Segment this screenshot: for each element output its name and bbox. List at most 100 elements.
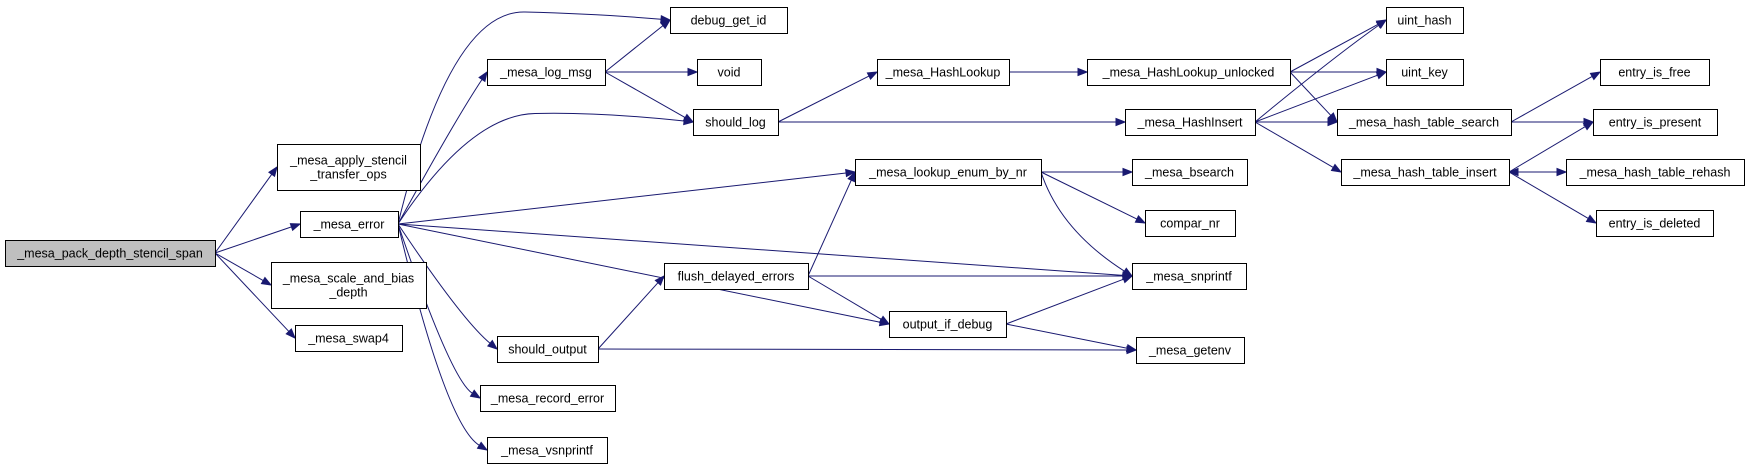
arrowhead-icon <box>659 19 672 30</box>
node-logmsg[interactable]: _mesa_log_msg <box>487 59 606 86</box>
edge-line <box>397 223 881 323</box>
node-snprintf[interactable]: _mesa_snprintf <box>1132 263 1247 290</box>
call-graph-edges <box>214 11 1602 451</box>
node-label: _mesa_snprintf <box>1145 270 1232 284</box>
edge-line <box>1254 74 1378 123</box>
node-label: entry_is_deleted <box>1609 217 1701 231</box>
edge-line <box>1005 278 1124 325</box>
edge-outdbg-to-snprintf <box>1005 275 1134 325</box>
node-uhash[interactable]: uint_hash <box>1386 7 1464 34</box>
node-hashins[interactable]: _mesa_HashInsert <box>1125 109 1256 136</box>
arrowhead-icon <box>476 441 489 451</box>
node-label: debug_get_id <box>691 14 767 28</box>
node-ukey[interactable]: uint_key <box>1386 59 1464 86</box>
edge-line <box>1289 23 1379 73</box>
node-box <box>1386 59 1464 86</box>
edge-logmsg-to-void <box>605 67 699 77</box>
node-label: should_output <box>508 343 587 357</box>
node-label: _mesa_getenv <box>1148 344 1232 358</box>
node-vsn[interactable]: _mesa_vsnprintf <box>487 437 608 464</box>
node-label: _mesa_HashLookup <box>885 66 1001 80</box>
edge-line <box>397 11 662 225</box>
node-outdbg[interactable]: output_if_debug <box>889 311 1007 338</box>
node-box <box>1600 59 1710 86</box>
node-box <box>487 59 606 86</box>
node-label: _mesa_HashInsert <box>1137 116 1243 130</box>
arrowhead-icon <box>682 113 695 123</box>
node-edeleted[interactable]: entry_is_deleted <box>1596 210 1714 237</box>
node-getenv[interactable]: _mesa_getenv <box>1136 337 1245 364</box>
node-bsearch[interactable]: _mesa_bsearch <box>1132 159 1248 186</box>
edge-line <box>397 112 685 225</box>
edge-hashlku-to-uhash <box>1289 19 1388 73</box>
arrowhead-icon <box>1585 214 1598 224</box>
edge-outdbg-to-getenv <box>1005 323 1138 353</box>
edge-hashlk-to-hashlku <box>1009 67 1089 77</box>
arrowhead-icon <box>268 165 278 178</box>
edge-pack-to-error <box>214 223 302 254</box>
node-swap4[interactable]: _mesa_swap4 <box>295 325 403 352</box>
arrowhead-icon <box>1125 343 1138 353</box>
node-label: void <box>718 66 741 80</box>
edge-shouldout-to-getenv <box>597 345 1138 355</box>
node-htinsert[interactable]: _mesa_hash_table_insert <box>1341 159 1510 186</box>
node-box <box>664 263 809 290</box>
edge-htsearch-to-efree <box>1510 71 1602 123</box>
arrowhead-icon <box>654 274 665 286</box>
edge-hashins-to-htinsert <box>1254 121 1343 173</box>
arrowhead-icon <box>1375 19 1388 29</box>
edge-hashins-to-uhash <box>1254 19 1388 123</box>
node-label: _mesa_vsnprintf <box>500 444 593 458</box>
node-epresent[interactable]: entry_is_present <box>1593 109 1718 136</box>
edge-hashins-to-ukey <box>1254 71 1388 123</box>
node-box <box>1132 159 1248 186</box>
node-box <box>1386 7 1464 34</box>
node-label: entry_is_free <box>1618 66 1690 80</box>
node-label: output_if_debug <box>903 318 993 332</box>
node-pack[interactable]: _mesa_pack_depth_stencil_span <box>5 240 216 267</box>
node-efree[interactable]: entry_is_free <box>1600 59 1710 86</box>
node-shouldlog[interactable]: should_log <box>693 109 779 136</box>
node-box <box>1136 337 1245 364</box>
arrowhead-icon <box>1077 67 1089 77</box>
node-box <box>480 385 616 412</box>
node-box <box>487 437 608 464</box>
arrowhead-icon <box>486 339 499 350</box>
node-debugid[interactable]: debug_get_id <box>670 7 788 34</box>
node-rehash[interactable]: _mesa_hash_table_rehash <box>1566 159 1745 186</box>
edge-htinsert-to-epresent <box>1508 121 1595 173</box>
node-recerr[interactable]: _mesa_record_error <box>480 385 616 412</box>
edge-line <box>1510 75 1593 123</box>
edge-line <box>397 223 491 344</box>
node-hashlk[interactable]: _mesa_HashLookup <box>877 59 1010 86</box>
node-lookup[interactable]: _mesa_lookup_enum_by_nr <box>855 159 1042 186</box>
node-box <box>277 144 421 191</box>
node-scale[interactable]: _mesa_scale_and_bias_depth <box>271 262 427 309</box>
arrowhead-icon <box>1134 215 1147 224</box>
edge-hashlku-to-htsearch <box>1289 71 1338 124</box>
edge-shouldlog-to-hashins <box>778 117 1127 127</box>
node-apply[interactable]: _mesa_apply_stencil_transfer_ops <box>277 144 421 191</box>
edge-error-to-vsn <box>397 223 489 451</box>
arrowhead-icon <box>1582 121 1595 131</box>
edge-line <box>807 179 852 277</box>
node-box <box>1087 59 1291 86</box>
node-compar[interactable]: compar_nr <box>1145 210 1236 237</box>
edge-pack-to-swap4 <box>214 252 296 340</box>
edge-line <box>1040 171 1138 220</box>
edge-logmsg-to-shouldlog <box>604 71 695 123</box>
arrowhead-icon <box>866 71 879 81</box>
node-error[interactable]: _mesa_error <box>300 211 399 238</box>
node-hashlku[interactable]: _mesa_HashLookup_unlocked <box>1087 59 1291 86</box>
node-void[interactable]: void <box>697 59 762 86</box>
edge-lookup-to-compar <box>1040 171 1147 224</box>
arrowhead-icon <box>1121 275 1134 284</box>
arrowhead-icon <box>847 170 856 183</box>
edge-line <box>397 223 1124 276</box>
edge-htsearch-to-epresent <box>1511 117 1595 127</box>
arrowhead-icon <box>687 67 699 77</box>
node-shouldout[interactable]: should_output <box>497 336 599 363</box>
node-htsearch[interactable]: _mesa_hash_table_search <box>1337 109 1512 136</box>
node-label: _mesa_HashLookup_unlocked <box>1102 66 1275 80</box>
node-flush[interactable]: flush_delayed_errors <box>664 263 809 290</box>
